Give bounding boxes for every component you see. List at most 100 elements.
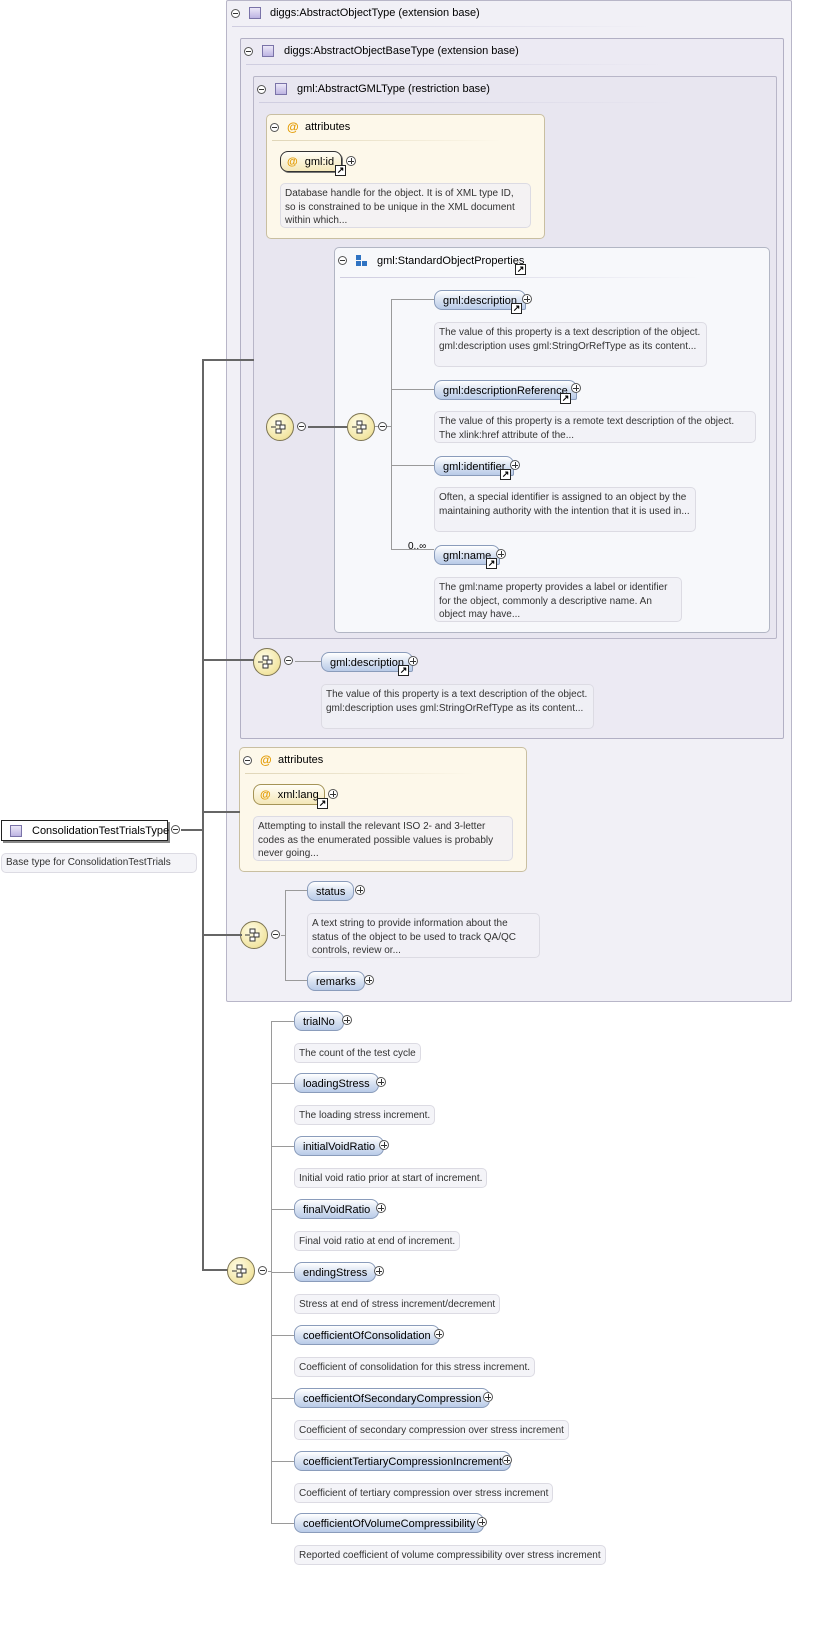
- connector-line: [181, 829, 203, 831]
- expand-icon[interactable]: [342, 1015, 352, 1025]
- connector-line: [202, 1269, 228, 1271]
- attribute-label: xml:lang: [277, 789, 319, 801]
- collapse-icon[interactable]: [338, 256, 347, 265]
- tree-line: [271, 1083, 294, 1084]
- tree-line: [271, 1272, 294, 1273]
- attribute-label: gml:id: [304, 156, 335, 168]
- expand-icon[interactable]: [434, 1329, 444, 1339]
- reference-arrow-icon: ↗: [317, 798, 328, 809]
- collapse-icon[interactable]: [258, 1266, 267, 1275]
- expand-icon[interactable]: [376, 1203, 386, 1213]
- attributes-title: attributes: [305, 121, 351, 133]
- collapse-icon[interactable]: [171, 825, 180, 834]
- element-description: The value of this property is a text des…: [434, 322, 707, 367]
- collapse-icon[interactable]: [243, 756, 252, 765]
- tree-line: [271, 1209, 294, 1210]
- element-remarks[interactable]: remarks: [307, 971, 365, 991]
- tree-line: [391, 299, 392, 549]
- sequence-compositor-icon: [227, 1257, 255, 1285]
- collapse-icon[interactable]: [378, 422, 387, 431]
- collapse-icon[interactable]: [257, 85, 266, 94]
- collapse-icon[interactable]: [244, 47, 253, 56]
- expand-icon[interactable]: [379, 1140, 389, 1150]
- element-status[interactable]: status: [307, 881, 355, 901]
- reference-arrow-icon: ↗: [500, 469, 511, 480]
- collapse-icon[interactable]: [231, 9, 240, 18]
- element-description: The gml:name property provides a label o…: [434, 577, 682, 622]
- extension-title: diggs:AbstractObjectType (extension base…: [270, 7, 480, 19]
- expand-icon[interactable]: [502, 1455, 512, 1465]
- complex-type-icon: [249, 7, 261, 19]
- extension-title: diggs:AbstractObjectBaseType (extension …: [284, 45, 519, 57]
- attribute-gml-id[interactable]: @gml:id: [280, 151, 342, 172]
- element-description: Coefficient of tertiary compression over…: [294, 1483, 554, 1503]
- expand-icon[interactable]: [376, 1077, 386, 1087]
- collapse-icon[interactable]: [270, 123, 279, 132]
- element-ending-stress[interactable]: endingStress: [294, 1262, 377, 1282]
- cardinality-label: 0..∞: [408, 541, 427, 552]
- attribute-xml-lang[interactable]: @ xml:lang: [253, 784, 325, 805]
- connector-line: [202, 811, 240, 813]
- sequence-compositor-icon: [347, 413, 375, 441]
- divider: [246, 64, 666, 65]
- element-loading-stress[interactable]: loadingStress: [294, 1073, 379, 1093]
- element-initial-void-ratio[interactable]: initialVoidRatio: [294, 1136, 385, 1156]
- element-coefficient-of-volume-compressibility[interactable]: coefficientOfVolumeCompressibility: [294, 1513, 485, 1533]
- tree-line: [271, 1461, 294, 1462]
- group-icon: [356, 255, 368, 267]
- divider: [340, 277, 700, 278]
- element-trial-no[interactable]: trialNo: [294, 1011, 344, 1031]
- element-gml-name[interactable]: gml:name: [434, 545, 501, 565]
- element-description: The loading stress increment.: [294, 1105, 436, 1125]
- reference-arrow-icon: ↗: [398, 665, 409, 676]
- divider: [245, 773, 475, 774]
- sequence-compositor-icon: [266, 413, 294, 441]
- element-description: Final void ratio at end of increment.: [294, 1231, 461, 1251]
- expand-icon[interactable]: [374, 1266, 384, 1276]
- element-description: A text string to provide information abo…: [307, 913, 540, 958]
- tree-line: [271, 1021, 294, 1022]
- tree-line: [285, 890, 307, 891]
- expand-icon[interactable]: [510, 460, 520, 470]
- tree-line: [281, 935, 285, 936]
- expand-icon[interactable]: [364, 975, 374, 985]
- collapse-icon[interactable]: [271, 930, 280, 939]
- expand-icon[interactable]: [522, 294, 532, 304]
- expand-icon[interactable]: [483, 1392, 493, 1402]
- connector-line: [202, 359, 254, 361]
- complex-type-icon: [262, 45, 274, 57]
- element-coefficient-of-secondary-compression[interactable]: coefficientOfSecondaryCompression: [294, 1388, 491, 1408]
- attribute-icon: @: [260, 753, 272, 767]
- connector-line: [202, 360, 204, 1270]
- element-gml-description-reference[interactable]: gml:descriptionReference: [434, 380, 577, 400]
- element-coefficient-of-consolidation[interactable]: coefficientOfConsolidation: [294, 1325, 440, 1345]
- expand-icon[interactable]: [346, 156, 356, 166]
- element-description: Often, a special identifier is assigned …: [434, 487, 696, 532]
- expand-icon[interactable]: [477, 1517, 487, 1527]
- expand-icon[interactable]: [328, 789, 338, 799]
- connector-line: [202, 934, 242, 936]
- tree-line: [285, 890, 286, 980]
- element-description: The count of the test cycle: [294, 1043, 421, 1063]
- collapse-icon[interactable]: [297, 422, 306, 431]
- expand-icon[interactable]: [408, 656, 418, 666]
- collapse-icon[interactable]: [284, 656, 293, 665]
- expand-icon[interactable]: [355, 885, 365, 895]
- element-description: The value of this property is a remote t…: [434, 411, 756, 443]
- divider: [272, 140, 502, 141]
- root-complex-type[interactable]: ConsolidationTestTrialsType: [1, 820, 169, 841]
- element-coefficient-tertiary-compression-increment[interactable]: coefficientTertiaryCompressionIncrement: [294, 1451, 512, 1471]
- reference-arrow-icon: ↗: [486, 558, 497, 569]
- expand-icon[interactable]: [496, 549, 506, 559]
- restriction-title: gml:AbstractGMLType (restriction base): [297, 83, 490, 95]
- attribute-icon: @: [260, 789, 271, 801]
- expand-icon[interactable]: [571, 383, 581, 393]
- tree-line: [285, 980, 307, 981]
- element-gml-description[interactable]: gml:description: [434, 290, 526, 310]
- element-gml-description[interactable]: gml:description: [321, 652, 413, 672]
- group-title: gml:StandardObjectProperties: [377, 255, 525, 267]
- attribute-description: Database handle for the object. It is of…: [280, 183, 531, 228]
- element-description: Coefficient of consolidation for this st…: [294, 1357, 536, 1377]
- element-final-void-ratio[interactable]: finalVoidRatio: [294, 1199, 380, 1219]
- connector-line: [202, 659, 254, 661]
